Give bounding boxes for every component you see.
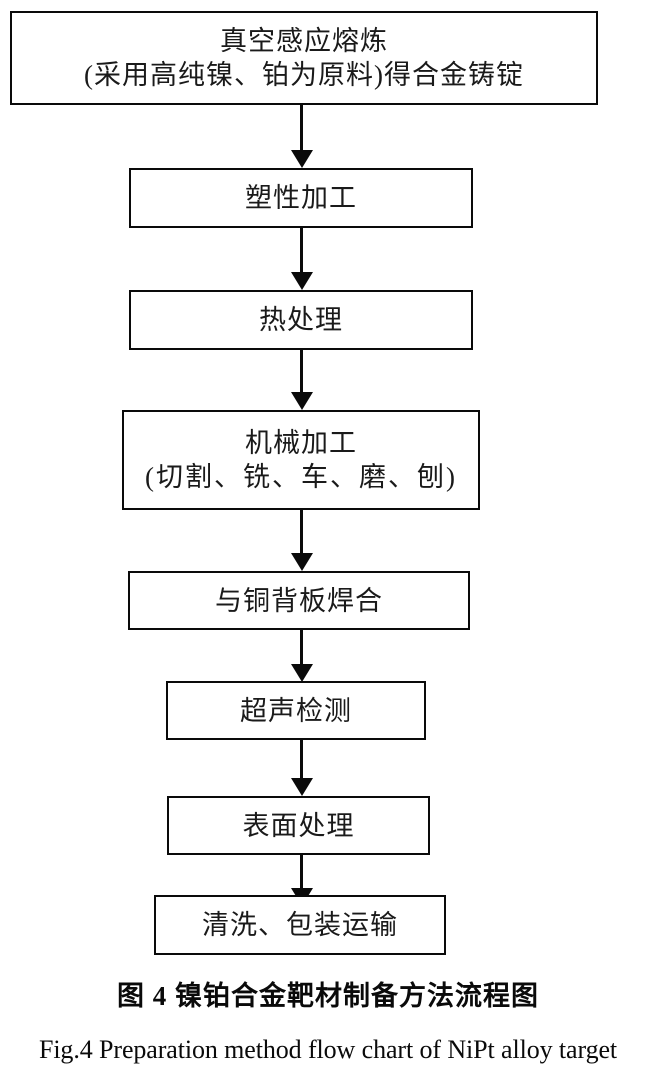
arrow-stem [300, 740, 303, 780]
node-text-line: 真空感应熔炼 [220, 26, 388, 56]
figure-caption-english: Fig.4 Preparation method flow chart of N… [38, 1035, 618, 1064]
process-node-plastic-working[interactable]: 塑性加工 [129, 168, 473, 228]
process-node-surface-treatment[interactable]: 表面处理 [167, 796, 430, 855]
arrow-head-icon [290, 272, 313, 290]
process-node-ultrasonic-testing[interactable]: 超声检测 [166, 681, 426, 740]
arrow-stem [300, 510, 303, 555]
process-node-cleaning-packaging-transport[interactable]: 清洗、包装运输 [154, 895, 446, 955]
node-text-line: (切割、铣、车、磨、刨) [145, 462, 457, 492]
process-node-vacuum-induction-melting[interactable]: 真空感应熔炼 (采用高纯镍、铂为原料)得合金铸锭 [10, 11, 598, 105]
process-node-machining[interactable]: 机械加工 (切割、铣、车、磨、刨) [122, 410, 480, 510]
process-node-copper-backplate-welding[interactable]: 与铜背板焊合 [128, 571, 470, 630]
node-text-line: 表面处理 [242, 810, 355, 841]
node-text-line: 清洗、包装运输 [202, 910, 398, 940]
arrow-head-icon [290, 778, 313, 796]
arrow-head-icon [290, 150, 313, 168]
arrow-head-icon [290, 664, 313, 682]
process-node-heat-treatment[interactable]: 热处理 [129, 290, 473, 350]
figure-caption-chinese: 图 4 镍铂合金靶材制备方法流程图 [117, 981, 539, 1011]
arrow-stem [300, 105, 303, 152]
node-text-line: 机械加工 [245, 428, 357, 458]
arrow-head-icon [290, 392, 313, 410]
arrow-stem [300, 630, 303, 666]
node-text-line: 热处理 [259, 305, 343, 335]
node-text-line: 与铜背板焊合 [215, 585, 383, 616]
node-text-line: 塑性加工 [245, 183, 357, 213]
arrow-head-icon [290, 553, 313, 571]
node-text-line: 超声检测 [240, 695, 352, 726]
node-text-line: (采用高纯镍、铂为原料)得合金铸锭 [84, 60, 524, 90]
arrow-stem [300, 855, 303, 890]
arrow-stem [300, 350, 303, 394]
arrow-stem [300, 228, 303, 274]
